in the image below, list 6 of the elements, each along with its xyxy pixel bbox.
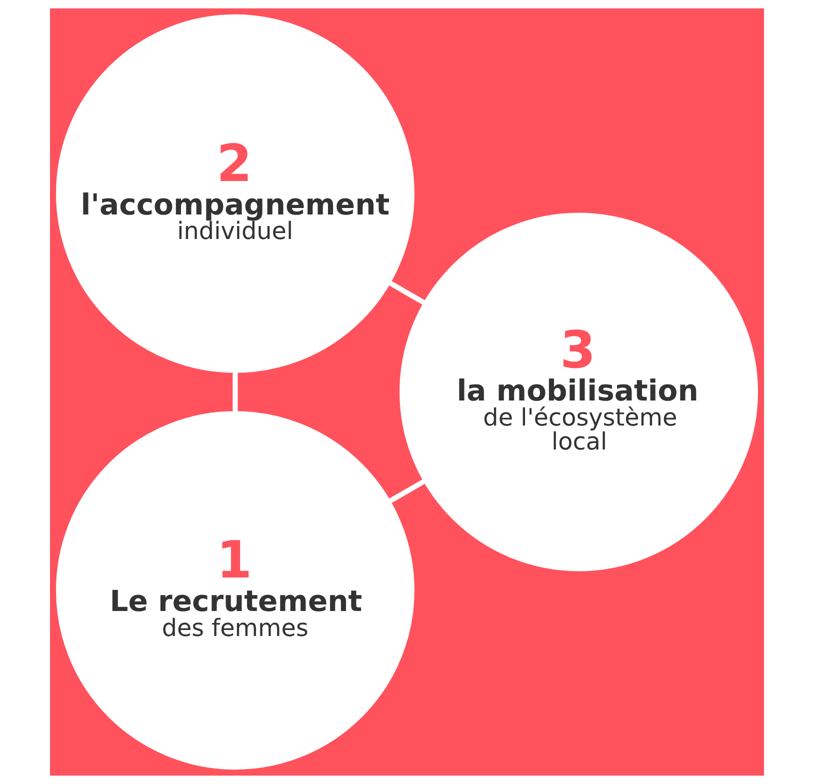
node-circle: 1 Le recrutement des femmes	[56, 411, 414, 770]
connector	[232, 372, 238, 412]
node-circle: 2 l'accompagnement individuel	[56, 14, 414, 373]
connector	[388, 280, 426, 305]
node-circle: 3 la mobilisation de l'écosystème local	[400, 212, 758, 572]
connector	[388, 479, 426, 504]
